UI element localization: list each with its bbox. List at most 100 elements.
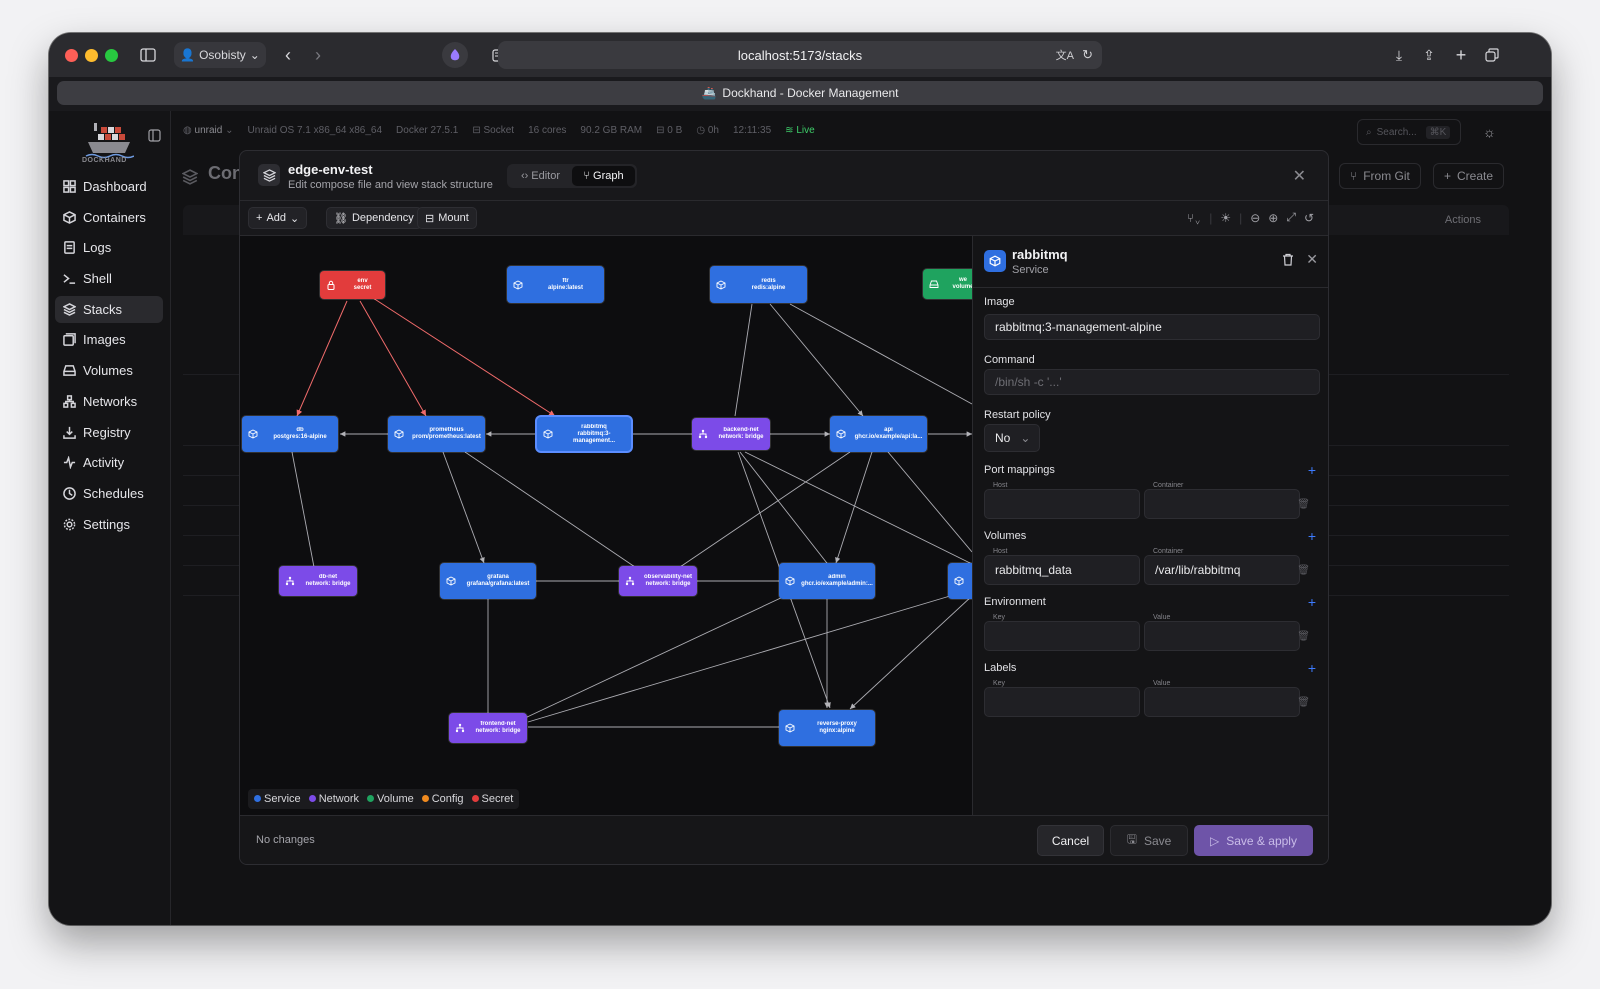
layout-direction-icon[interactable]: ⑂⌄ [1186, 210, 1202, 225]
profile-button[interactable]: 👤 Osobisty ⌄ [174, 42, 266, 68]
extension-icon[interactable] [442, 42, 468, 68]
trash-icon[interactable]: 🗑 [1297, 631, 1310, 642]
host-selector[interactable]: ◍ unraid ⌄ [183, 125, 234, 136]
close-window-button[interactable] [65, 49, 78, 62]
image-input[interactable]: rabbitmq:3-management-alpine [984, 314, 1320, 340]
sidebar-item-images[interactable]: Images [55, 326, 163, 353]
save-button[interactable]: 🖫Save [1110, 825, 1188, 856]
dependency-button[interactable]: ⛓Dependency [326, 207, 422, 229]
tab-graph[interactable]: ⑂Graph [572, 166, 635, 186]
fit-view-icon[interactable]: ⤢ [1286, 210, 1296, 224]
chevron-down-icon: ⌄ [1020, 431, 1031, 445]
sidebar-item-networks[interactable]: Networks [55, 388, 163, 415]
tab-editor[interactable]: ‹›Editor [509, 166, 572, 186]
label-value-label: Value [1153, 680, 1171, 687]
add-env-icon[interactable]: + [1307, 594, 1316, 610]
change-status: No changes [256, 834, 315, 846]
theme-toggle-icon[interactable]: ☼ [1483, 124, 1496, 140]
trash-icon[interactable]: 🗑 [1297, 499, 1310, 510]
close-panel-icon[interactable]: ✕ [1306, 251, 1318, 267]
save-apply-button[interactable]: ▷Save & apply [1194, 825, 1313, 856]
zoom-in-icon[interactable]: ⊕ [1268, 210, 1279, 225]
volume-container-input[interactable]: /var/lib/rabbitmq [1144, 555, 1300, 585]
label-value-input[interactable] [1144, 687, 1300, 717]
share-icon[interactable]: ⇪ [1423, 46, 1435, 63]
add-button[interactable]: +Add⌄ [248, 207, 308, 229]
download-icon[interactable]: ⤓ [1395, 46, 1403, 63]
volume-host-input[interactable]: rabbitmq_data [984, 555, 1140, 585]
sidebar-item-stacks[interactable]: Stacks [55, 295, 163, 323]
add-volume-icon[interactable]: + [1307, 528, 1316, 544]
env-key-input[interactable] [984, 621, 1140, 651]
sidebar-item-activity[interactable]: Activity [55, 449, 163, 476]
zoom-out-icon[interactable]: ⊖ [1250, 210, 1261, 225]
graph-node-offscreen-service[interactable] [948, 563, 972, 599]
forward-icon[interactable]: › [315, 44, 321, 65]
tabs-overview-icon[interactable] [1481, 42, 1503, 68]
sidebar-item-dashboard[interactable]: Dashboard [55, 173, 163, 200]
collapse-sidebar-icon[interactable] [148, 129, 161, 147]
trash-icon[interactable]: 🗑 [1297, 565, 1310, 576]
zoom-window-button[interactable] [105, 49, 118, 62]
trash-icon[interactable] [1282, 253, 1294, 271]
sidebar-item-shell[interactable]: Shell [55, 265, 163, 292]
add-label-icon[interactable]: + [1307, 660, 1316, 676]
add-label: Add [266, 212, 287, 224]
save-apply-label: Save & apply [1226, 833, 1297, 848]
sidebar-item-volumes[interactable]: Volumes [55, 357, 163, 384]
back-icon[interactable]: ‹ [285, 44, 291, 65]
sidebar-item-settings[interactable]: Settings [55, 511, 163, 538]
new-tab-icon[interactable]: + [1455, 44, 1467, 65]
create-button[interactable]: +Create [1433, 163, 1505, 189]
close-icon[interactable]: ✕ [1292, 168, 1306, 185]
global-search[interactable]: ⌕ Search... ⌘K [1357, 119, 1461, 145]
mount-button[interactable]: ⊟Mount [417, 207, 477, 229]
reset-icon[interactable]: ↺ [1303, 210, 1314, 225]
node-detail: nginx:alpine [819, 728, 855, 734]
sidebar-item-logs[interactable]: Logs [55, 234, 163, 261]
edge-backendnet-right [744, 451, 972, 565]
sidebar-item-label: Dashboard [83, 179, 147, 194]
sidebar-item-registry[interactable]: Registry [55, 419, 163, 446]
port-container-input[interactable] [1144, 489, 1300, 519]
sidebar-item-containers[interactable]: Containers [55, 204, 163, 231]
box-icon [785, 723, 795, 733]
graph-icon: ⑂ [583, 170, 591, 182]
translate-icon[interactable]: 文A [1055, 50, 1074, 62]
trash-icon[interactable]: 🗑 [1297, 697, 1310, 708]
address-bar[interactable]: localhost:5173/stacks 文A ↻ [498, 41, 1102, 69]
env-value-input[interactable] [1144, 621, 1300, 651]
sidebar-toggle-icon[interactable] [137, 42, 159, 68]
minimize-window-button[interactable] [85, 49, 98, 62]
node-name: api [884, 427, 893, 433]
cancel-button[interactable]: Cancel [1037, 825, 1104, 856]
command-input[interactable]: /bin/sh -c '...' [984, 369, 1320, 395]
sidebar-item-schedules[interactable]: Schedules [55, 480, 163, 507]
label-key-input[interactable] [984, 687, 1140, 717]
restart-policy-select[interactable]: No⌄ [984, 424, 1040, 452]
node-detail: ghcr.io/example/api:la... [854, 434, 923, 440]
add-port-icon[interactable]: + [1307, 462, 1316, 478]
create-label: Create [1457, 169, 1494, 183]
from-git-button[interactable]: ⑂From Git [1339, 163, 1421, 189]
reload-icon[interactable]: ↻ [1082, 47, 1093, 62]
browser-tab[interactable]: 🚢 Dockhand - Docker Management [57, 81, 1543, 105]
brightness-icon[interactable]: ☀ [1220, 210, 1232, 225]
port-host-input[interactable] [984, 489, 1140, 519]
